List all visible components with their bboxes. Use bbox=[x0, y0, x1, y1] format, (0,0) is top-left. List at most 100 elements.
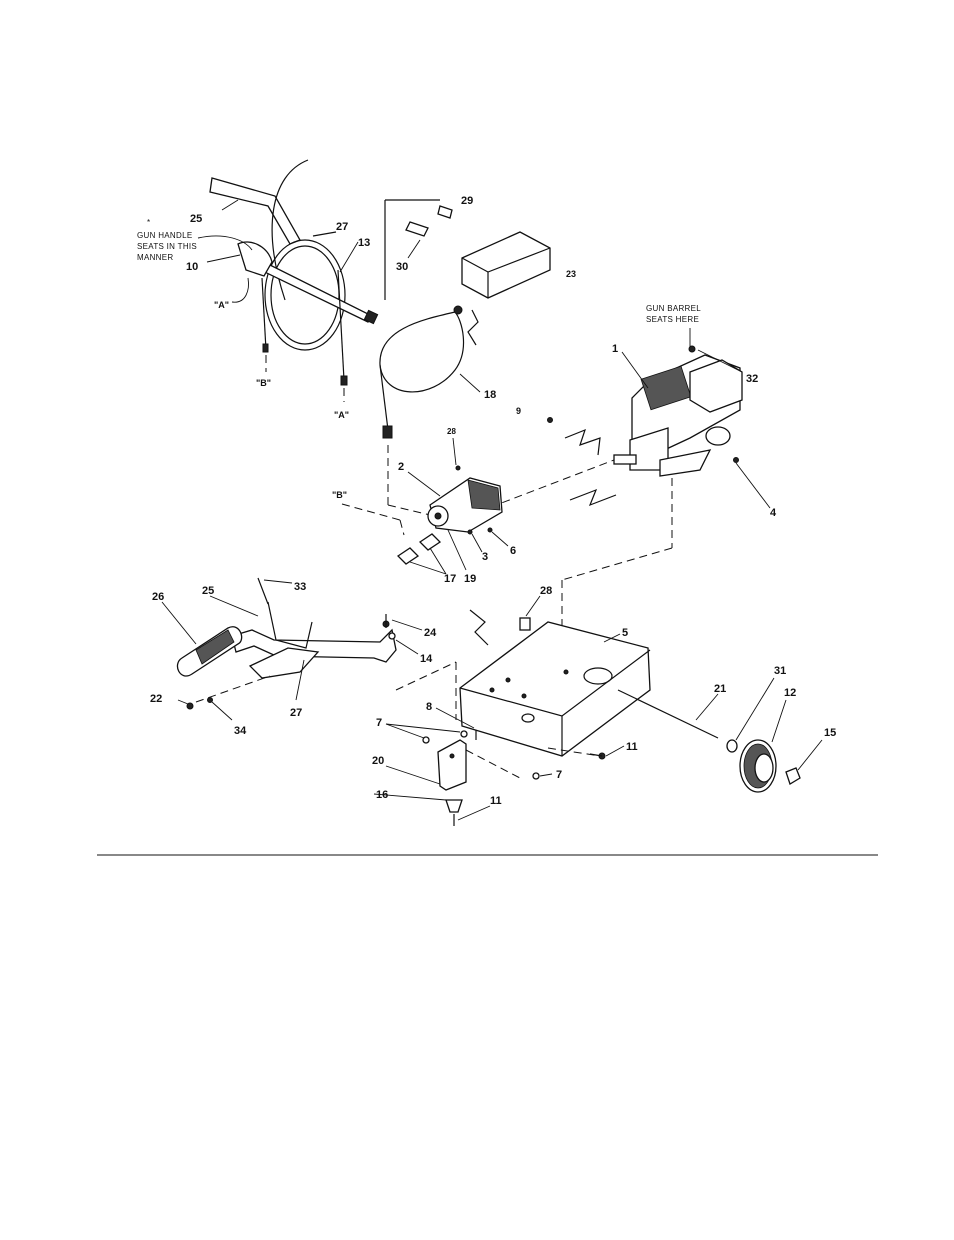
part-7b bbox=[461, 731, 467, 737]
callout-15: 15 bbox=[824, 727, 836, 739]
spacer-31 bbox=[727, 740, 737, 752]
hub-cap-15 bbox=[786, 768, 800, 784]
leader-11 bbox=[606, 746, 624, 756]
callout-19: 19 bbox=[464, 573, 476, 585]
leader-7c bbox=[540, 774, 552, 776]
ref-a-left: "A" bbox=[214, 300, 229, 310]
callout-5: 5 bbox=[622, 627, 628, 639]
callout-8: 8 bbox=[426, 701, 432, 713]
leader-22 bbox=[178, 700, 188, 704]
fitting-17a bbox=[398, 548, 418, 564]
leader-21 bbox=[696, 694, 718, 720]
leader-2 bbox=[408, 472, 440, 496]
leader-19 bbox=[448, 530, 466, 570]
high-pressure-hose-assembly bbox=[380, 200, 480, 515]
item-33-rod bbox=[258, 578, 268, 604]
rubber-foot bbox=[446, 800, 462, 812]
pump-cover-assembly bbox=[462, 232, 550, 345]
callout-32: 32 bbox=[746, 373, 758, 385]
hose-18-tail bbox=[380, 365, 388, 430]
callout-17: 17 bbox=[444, 573, 456, 585]
part-4 bbox=[734, 458, 739, 463]
callout-20: 20 bbox=[372, 755, 384, 767]
leader-12 bbox=[772, 700, 786, 742]
dash-b-pump bbox=[342, 504, 400, 520]
part-28-small bbox=[456, 466, 460, 470]
part-7c bbox=[533, 773, 539, 779]
callout-27-lower: 27 bbox=[290, 707, 302, 719]
hose-18-fitting bbox=[383, 426, 392, 438]
dash-engine-down-2 bbox=[562, 548, 672, 580]
foot-bracket bbox=[438, 740, 466, 790]
base-hole-4 bbox=[490, 688, 494, 692]
hose-fitting-b bbox=[263, 344, 268, 352]
leader-20 bbox=[386, 766, 440, 784]
callout-34: 34 bbox=[234, 725, 247, 737]
callout-26: 26 bbox=[152, 591, 164, 603]
leader-33 bbox=[264, 580, 292, 583]
callout-28: 28 bbox=[540, 585, 552, 597]
break-line-9 bbox=[565, 430, 600, 455]
base-plate bbox=[460, 622, 650, 756]
leader-25-lower bbox=[210, 596, 258, 616]
axle-rod bbox=[618, 690, 718, 738]
gun-handle-note-line3: MANNER bbox=[137, 253, 173, 262]
cover-break-line bbox=[468, 310, 478, 345]
callout-33: 33 bbox=[294, 581, 306, 593]
foot-bracket-hole bbox=[450, 754, 454, 758]
hose-18-end bbox=[454, 306, 462, 314]
leader-34 bbox=[212, 702, 232, 720]
callout-14: 14 bbox=[420, 653, 433, 665]
leader-28-plug bbox=[526, 596, 540, 616]
fitting-29 bbox=[438, 206, 452, 218]
base-hole-3 bbox=[506, 678, 510, 682]
callout-25-lower: 25 bbox=[202, 585, 214, 597]
dash-b-pump-2 bbox=[400, 520, 404, 535]
engine-crankshaft bbox=[614, 455, 636, 464]
base-plate-assembly bbox=[436, 596, 650, 759]
leader-14 bbox=[396, 640, 418, 654]
callout-22: 22 bbox=[150, 693, 162, 705]
handle-bar-top bbox=[210, 178, 300, 244]
callout-6: 6 bbox=[510, 545, 516, 557]
leader-13 bbox=[340, 242, 358, 272]
callout-27-top: 27 bbox=[336, 221, 348, 233]
leader-4 bbox=[736, 463, 770, 508]
callout-23: 23 bbox=[566, 269, 576, 279]
base-hole-1 bbox=[564, 670, 568, 674]
leader-15 bbox=[798, 740, 822, 770]
callout-4: 4 bbox=[770, 507, 777, 519]
fitting-17b bbox=[420, 534, 440, 550]
hose-fitting-a bbox=[341, 376, 347, 385]
callout-28-small: 28 bbox=[447, 427, 456, 436]
leader-3 bbox=[472, 534, 482, 552]
callout-11-lower: 11 bbox=[490, 795, 502, 807]
leader-10 bbox=[207, 255, 240, 262]
part-6 bbox=[488, 528, 492, 532]
callout-21: 21 bbox=[714, 683, 726, 695]
callout-12: 12 bbox=[784, 687, 796, 699]
callout-7b: 7 bbox=[556, 769, 562, 781]
dash-hose-to-pump-2 bbox=[388, 505, 430, 515]
leader-30 bbox=[408, 240, 420, 258]
leader-24 bbox=[392, 620, 422, 630]
callout-30: 30 bbox=[396, 261, 408, 273]
callout-1: 1 bbox=[612, 343, 618, 355]
part-32 bbox=[689, 346, 695, 352]
gun-barrel-note-line2: SEATS HERE bbox=[646, 315, 699, 324]
dash-handle-to-base bbox=[396, 662, 456, 690]
gun-handle-note-star: * bbox=[147, 218, 150, 227]
gun-handle-note-line2: SEATS IN THIS bbox=[137, 242, 197, 251]
part-34 bbox=[208, 698, 213, 703]
ref-b-pump: "B" bbox=[332, 490, 347, 500]
leader-17b bbox=[430, 548, 446, 574]
break-line-shaft bbox=[570, 490, 616, 505]
leader-25-top bbox=[222, 200, 238, 210]
gun-handle-note-line1: GUN HANDLE bbox=[137, 231, 192, 240]
callout-9: 9 bbox=[516, 406, 521, 416]
pump-port bbox=[435, 513, 441, 519]
fitting-30 bbox=[406, 222, 428, 236]
spray-gun-body bbox=[238, 242, 272, 276]
